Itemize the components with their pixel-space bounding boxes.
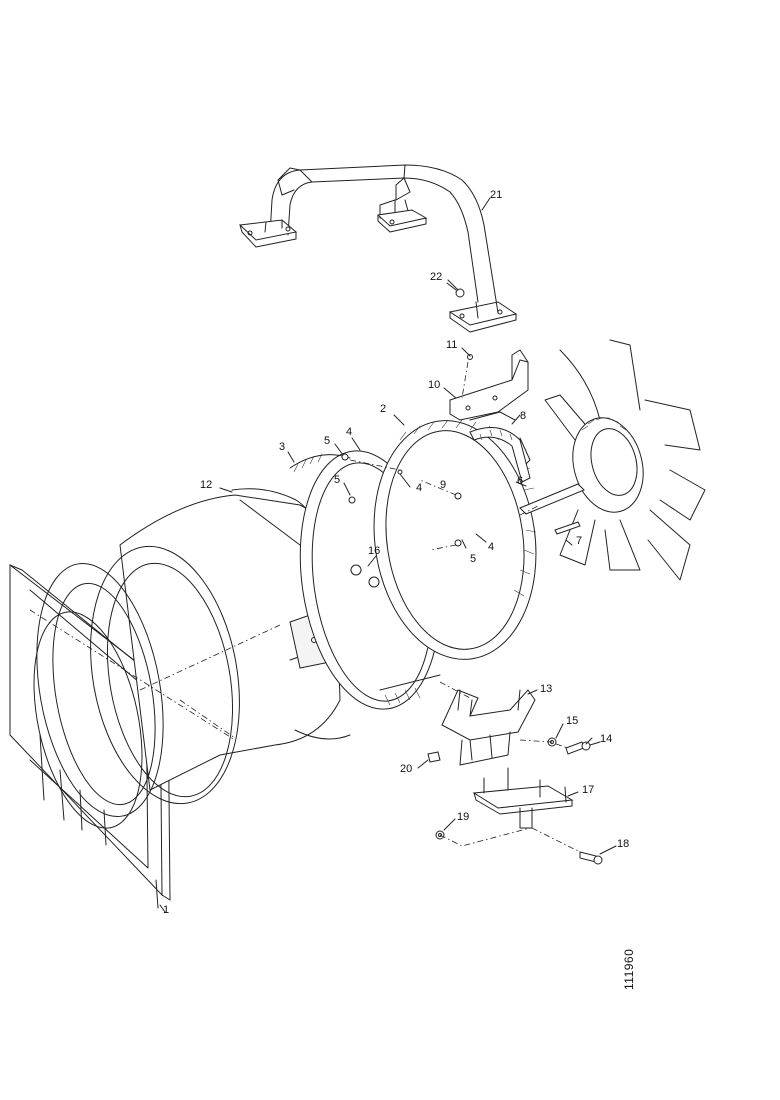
callout-6: 6 — [517, 475, 524, 487]
callout-13: 13 — [540, 683, 553, 695]
callout-18: 18 — [617, 838, 630, 850]
nut-part-22 — [446, 282, 465, 298]
bracket-part-10 — [449, 349, 529, 421]
mounting-bracket-part-13 — [441, 689, 536, 766]
callout-17: 17 — [582, 784, 595, 796]
callout-8: 8 — [520, 410, 527, 422]
callout-19: 19 — [457, 811, 470, 823]
callout-4-middle: 4 — [416, 482, 423, 494]
bolt-part-14 — [565, 741, 601, 755]
callout-10: 10 — [428, 379, 441, 391]
assembly-lines — [349, 459, 581, 853]
callout-4-lower: 4 — [488, 541, 495, 553]
plate-part-17 — [472, 767, 574, 829]
callout-5-lower: 5 — [470, 553, 477, 565]
fan-assembly — [519, 339, 706, 581]
callout-5-middle: 5 — [334, 474, 341, 486]
leader-lines — [159, 197, 617, 913]
screw-part-11 — [461, 354, 473, 399]
bolt-part-18 — [579, 851, 603, 865]
callout-14: 14 — [600, 733, 613, 745]
callout-20: 20 — [400, 763, 413, 775]
callout-22: 22 — [430, 271, 443, 283]
document-number: 111960 — [622, 948, 636, 990]
callout-1: 1 — [163, 904, 170, 916]
frame-plate-part-1 — [9, 563, 171, 909]
callout-7: 7 — [576, 535, 583, 547]
callout-3: 3 — [279, 441, 286, 453]
cover-segment-part-8 — [469, 427, 531, 483]
callout-9: 9 — [440, 479, 447, 491]
callout-5-upper: 5 — [324, 435, 331, 447]
callout-21: 21 — [490, 189, 503, 201]
callout-16: 16 — [368, 545, 381, 557]
nut-part-20 — [427, 751, 441, 763]
callout-15: 15 — [566, 715, 579, 727]
callout-4-upper: 4 — [346, 426, 353, 438]
callout-12: 12 — [200, 479, 213, 491]
callout-2: 2 — [380, 403, 387, 415]
callout-11: 11 — [446, 339, 458, 351]
support-frame-part-21 — [238, 164, 518, 333]
